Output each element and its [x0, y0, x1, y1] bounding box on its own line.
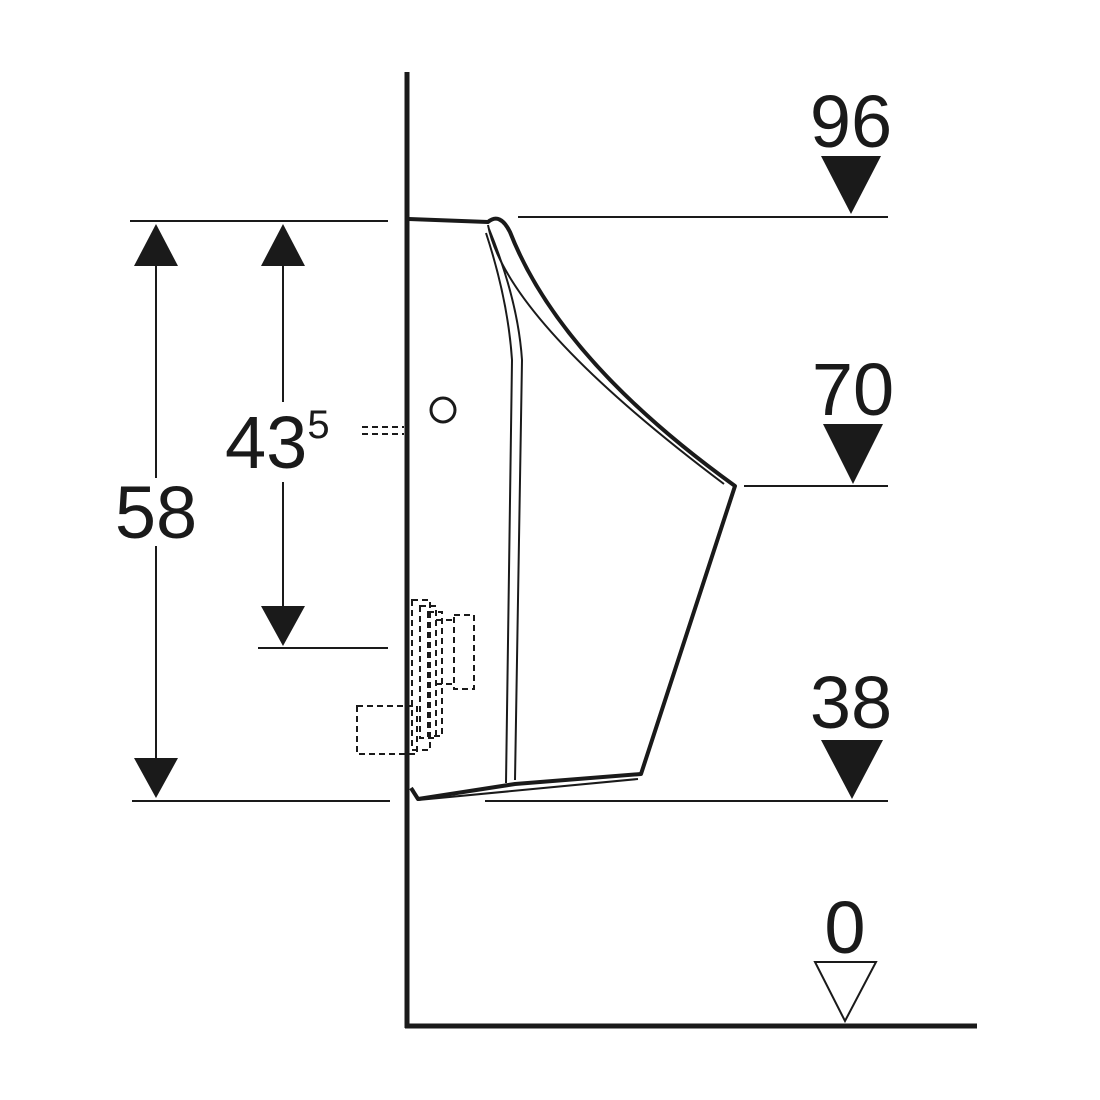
arrow-up-icon	[134, 224, 178, 266]
level-triangle-outline-icon	[813, 961, 878, 1024]
urinal-inner-rim-line	[487, 224, 725, 485]
concealed-siphon	[356, 599, 475, 755]
level-triangle-icon	[823, 424, 883, 484]
urinal-bowl-front-edge	[488, 228, 523, 781]
urinal-body	[408, 216, 737, 801]
level-label-mid: 70	[812, 348, 894, 431]
arrow-down-icon	[134, 758, 178, 798]
urinal-outer-outline	[408, 216, 737, 801]
level-marker-floor: 0	[813, 886, 878, 1024]
arrow-up-icon	[261, 224, 305, 266]
level-triangle-icon	[821, 740, 883, 799]
level-marker-top: 96	[810, 80, 892, 214]
level-label-rim: 38	[810, 661, 892, 744]
urinal-bottom-lip	[412, 778, 639, 801]
level-triangle-icon	[821, 156, 881, 214]
outlet-height-dimension: 435	[225, 224, 404, 646]
arrow-down-icon	[261, 606, 305, 646]
urinal-bowl-front-edge-inner	[485, 232, 513, 784]
level-marker-rim: 38	[810, 661, 892, 799]
level-label-floor: 0	[824, 886, 865, 969]
outlet-height-label: 435	[225, 401, 330, 484]
overall-height-label: 58	[115, 471, 197, 554]
inlet-hole	[429, 396, 457, 424]
overall-height-dimension: 58	[115, 224, 197, 798]
level-marker-mid: 70	[812, 348, 894, 484]
level-label-top: 96	[810, 80, 892, 163]
